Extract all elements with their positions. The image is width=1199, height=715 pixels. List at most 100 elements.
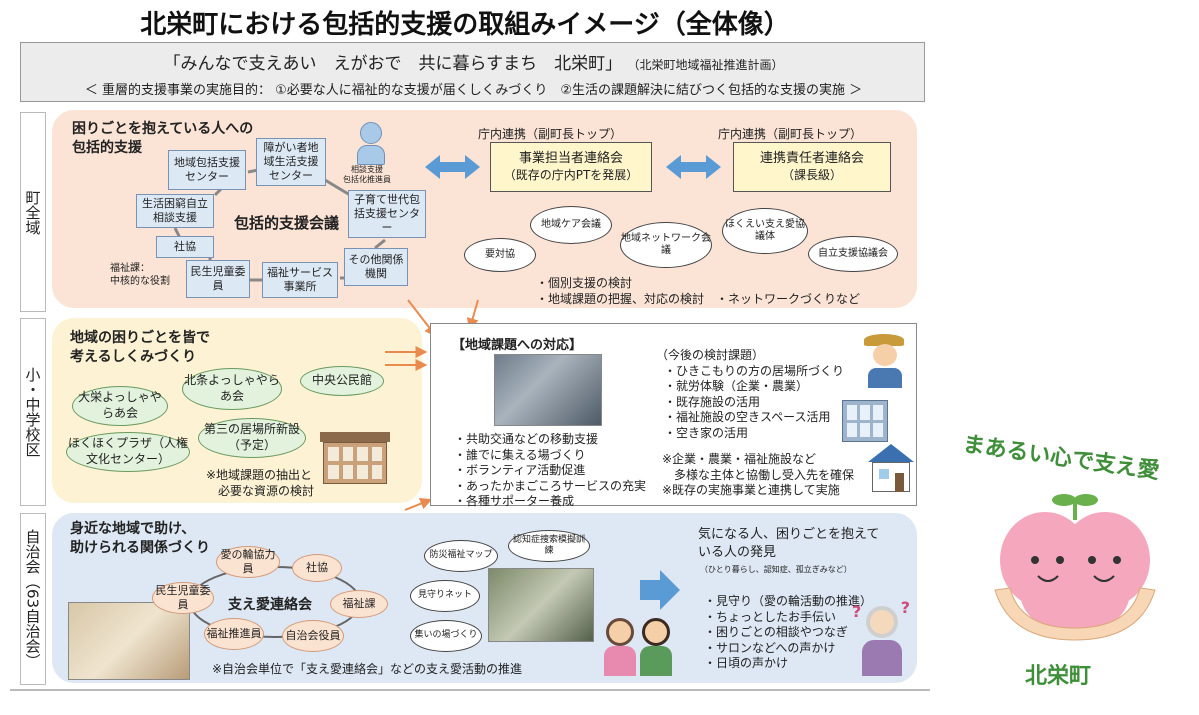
neighborhood-heading-line1: 身近な地域で助け、 bbox=[70, 521, 196, 537]
neighborhood-heading: 身近な地域で助け、 助けられる関係づくり bbox=[70, 520, 210, 558]
slogan-source: （北栄町地域福祉推進計画） bbox=[627, 58, 784, 72]
person-caption-line2: 包括化推進員 bbox=[343, 174, 391, 184]
member-shakyo: 社協 bbox=[292, 554, 342, 582]
discovery-sub: （ひとり暮らし、認知症、孤立ぎみなど） bbox=[700, 565, 852, 574]
school-note: ※地域課題の抽出と 必要な資源の検討 bbox=[206, 468, 314, 499]
discovery-line2: いる人の発見 bbox=[698, 544, 777, 560]
transport-photo bbox=[494, 354, 602, 426]
town-heading-line2: 包括的支援 bbox=[72, 139, 142, 156]
slogan: 「みんなで支えあい えがおで 共に暮らすまち 北栄町」 （北栄町地域福祉推進計画… bbox=[21, 49, 926, 74]
group-hojo: 北条よっしゃやらあ会 bbox=[182, 368, 282, 410]
council-sasaeai: ほくえい支え愛協議体 bbox=[722, 208, 808, 254]
member-fukushika: 福祉課 bbox=[330, 590, 388, 618]
council-youtaikyo: 要対協 bbox=[464, 238, 536, 272]
meeting1-title: 事業担当者連絡会 bbox=[518, 150, 623, 166]
farmer-icon bbox=[864, 334, 906, 392]
building-icon bbox=[320, 432, 390, 486]
house-icon bbox=[868, 444, 914, 494]
activity-tsudoi: 集いの場づくり bbox=[410, 620, 482, 652]
future-item-3: ・既存施設の活用 bbox=[664, 394, 761, 409]
school-note-line1: ※地域課題の抽出と bbox=[206, 468, 313, 482]
regional-note-2: 多様な主体と協働し受入先を確保 bbox=[674, 467, 855, 482]
future-heading: （今後の検討課題） bbox=[656, 348, 765, 362]
future-item-2: ・就労体験（企業・農業） bbox=[664, 379, 809, 394]
school-heading-line2: 考えるしくみづくり bbox=[70, 348, 197, 365]
future-item-5: ・空き家の活用 bbox=[664, 425, 749, 440]
regional-heading: 【地域課題への対応】 bbox=[452, 338, 583, 353]
meeting1-sub: （既存の庁内PTを発展） bbox=[503, 167, 639, 182]
response-2: ・誰でに集える場づくり bbox=[454, 447, 586, 462]
org-seikatsu-konkyu: 生活困窮自立相談支援 bbox=[136, 194, 214, 228]
regional-note-1: ※企業・農業・福祉施設など bbox=[662, 452, 817, 466]
org-shogai-center: 障がい者地域生活支援センター bbox=[256, 138, 326, 186]
future-item-1: ・ひきこもりの方の居場所づくり bbox=[664, 363, 845, 378]
member-minsei: 民生児童委員 bbox=[152, 582, 214, 614]
activity-bousai-map: 防災福祉マップ bbox=[424, 540, 498, 572]
side-label-school: 小・中学校区 bbox=[20, 318, 46, 506]
side-label-neighborhood: 自治会（63自治会） bbox=[20, 513, 46, 685]
side-label-town: 町全域 bbox=[20, 112, 46, 312]
page-title: 北栄町における包括的支援の取組みイメージ（全体像） bbox=[140, 10, 790, 40]
future-issues: （今後の検討課題） ・ひきこもりの方の居場所づくり ・就労体験（企業・農業） ・… bbox=[656, 348, 844, 442]
neighborhood-actions: ・見守り（愛の輪活動の推進） ・ちょっとしたお手伝い ・困りごとの相談やつなぎ … bbox=[704, 594, 872, 672]
org-shakyo: 社協 bbox=[156, 236, 214, 258]
action-2: ・ちょっとしたお手伝い bbox=[704, 609, 837, 624]
org-minsei-iin: 民生児童委員 bbox=[186, 260, 250, 298]
slogan-box: 「みんなで支えあい えがおで 共に暮らすまち 北栄町」 （北栄町地域福祉推進計画… bbox=[20, 42, 925, 102]
person-icon bbox=[356, 122, 386, 166]
action-4: ・サロンなどへの声かけ bbox=[704, 640, 836, 655]
slogan-main: 「みんなで支えあい えがおで 共に暮らすまち 北栄町」 bbox=[163, 54, 623, 74]
activity-mimamori-net: 見守りネット bbox=[410, 580, 480, 612]
town-heading-line1: 困りごとを抱えている人への bbox=[72, 121, 254, 137]
heart-hands-logo-icon bbox=[994, 494, 1156, 641]
group-daiei: 大栄よっしゃやらあ会 bbox=[72, 386, 168, 426]
future-item-4: ・福祉施設の空きスペース活用 bbox=[664, 410, 831, 425]
discovery-heading: 気になる人、困りごとを抱えて いる人の発見 bbox=[698, 526, 879, 561]
response-1: ・共助交通などの移動支援 bbox=[454, 432, 599, 446]
neighborhood-note: ※自治会単位で「支え愛連絡会」などの支え愛活動の推進 bbox=[212, 662, 523, 676]
office-building-icon bbox=[842, 400, 888, 442]
school-heading: 地域の困りごとを皆で 考えるしくみづくり bbox=[70, 329, 210, 367]
renrakukai-center: 支え愛連絡会 bbox=[228, 597, 312, 613]
council-network: 地域ネットワーク会議 bbox=[620, 222, 712, 268]
elderly-person-icon: ? ? bbox=[852, 598, 910, 678]
cooperation-label-1: 庁内連携（副町長トップ） bbox=[478, 127, 623, 141]
council-chiiki-care: 地域ケア会議 bbox=[530, 206, 612, 244]
org-other: その他関係機関 bbox=[344, 248, 408, 286]
town-bullets: ・個別支援の検討 ・地域課題の把握、対応の検討 ・ネットワークづくりなど bbox=[536, 276, 860, 307]
regional-notes: ※企業・農業・福祉施設など 多様な主体と協働し受入先を確保 ※既存の実施事業と連… bbox=[662, 452, 854, 499]
meeting2-sub: （課長級） bbox=[781, 167, 842, 182]
regional-note-3: ※既存の実施事業と連携して実施 bbox=[662, 483, 840, 498]
org-houkatsu-center: 地域包括支援センター bbox=[168, 150, 246, 190]
response-4: ・あったかまごころサービスの充実 bbox=[454, 478, 647, 493]
meeting-houkatsu: 包括的支援会議 bbox=[234, 214, 340, 232]
response-3: ・ボランティア活動促進 bbox=[454, 463, 586, 478]
school-heading-line1: 地域の困りごとを皆で bbox=[70, 330, 210, 346]
member-ainowa: 愛の輪協力員 bbox=[216, 546, 280, 578]
action-1: ・見守り（愛の輪活動の推進） bbox=[704, 594, 873, 608]
arrow-to-discovery bbox=[640, 570, 680, 610]
regional-responses: ・共助交通などの移動支援 ・誰でに集える場づくり ・ボランティア活動促進 ・あっ… bbox=[454, 432, 646, 510]
couple-icon bbox=[604, 612, 674, 678]
response-5: ・各種サポーター養成 bbox=[454, 494, 575, 509]
group-dai3-ibasho: 第三の居場所新設（予定） bbox=[198, 418, 306, 458]
logo-town: 北栄町 bbox=[1025, 664, 1092, 689]
meeting-photo bbox=[68, 602, 190, 680]
double-arrow-right bbox=[666, 155, 721, 179]
arrow-neighborhood-to-center bbox=[404, 497, 433, 511]
neighborhood-heading-line2: 助けられる関係づくり bbox=[70, 539, 210, 556]
fukushi-note-line1: 福祉課： bbox=[110, 263, 150, 274]
cooperation-label-2: 庁内連携（副町長トップ） bbox=[718, 127, 863, 141]
group-chuo-kominkan: 中央公民館 bbox=[300, 366, 384, 396]
activity-ninchisho-kunren: 認知症捜索模擬訓練 bbox=[508, 530, 590, 562]
training-photo bbox=[488, 568, 594, 642]
town-bullet-1: ・個別支援の検討 bbox=[536, 276, 633, 290]
purpose-text: ＜ 重層的支援事業の実施目的： ①必要な人に福祉的な支援が届くしくみづくり ②生… bbox=[84, 83, 863, 98]
meeting-renkei-sekinin: 連携責任者連絡会 （課長級） bbox=[733, 142, 891, 192]
discovery-line1: 気になる人、困りごとを抱えて bbox=[698, 527, 880, 542]
person-caption-line1: 相談支援 bbox=[351, 165, 383, 174]
fukushi-note-line2: 中核的な役割 bbox=[110, 276, 170, 287]
org-kosodate-center: 子育て世代包括支援センター bbox=[348, 190, 426, 238]
fukushi-note: 福祉課： 中核的な役割 bbox=[110, 262, 170, 288]
school-note-line2: 必要な資源の検討 bbox=[218, 483, 315, 498]
